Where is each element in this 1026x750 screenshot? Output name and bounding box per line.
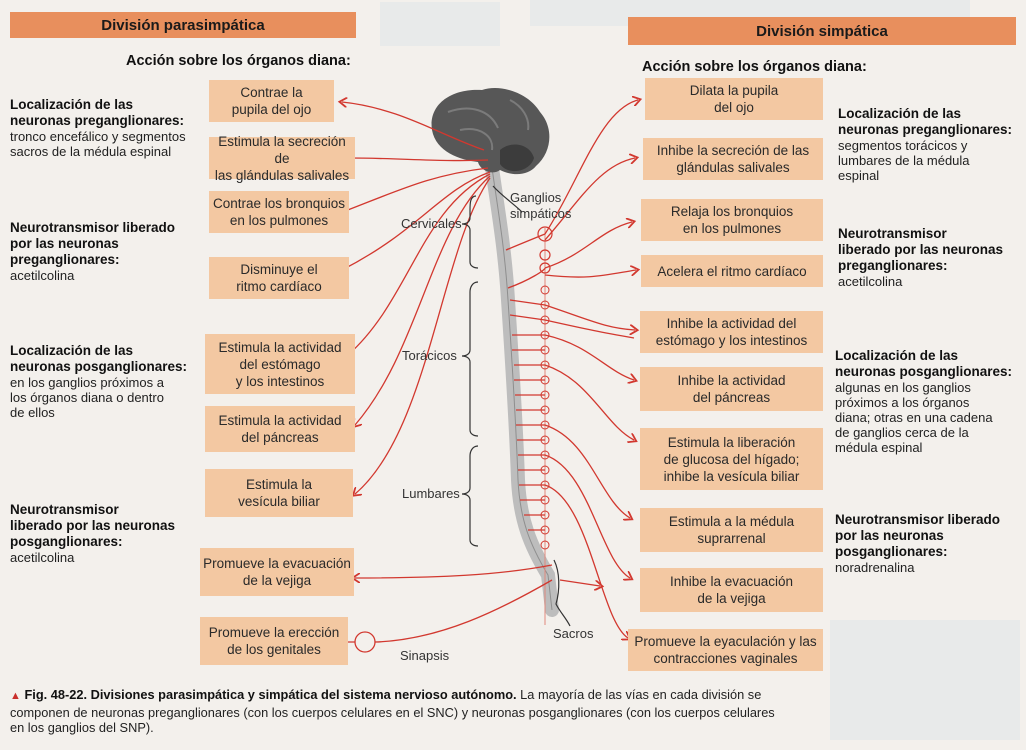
para-organ-gallbladder: Estimula la vesícula biliar [205, 469, 353, 517]
para-organ-heart: Disminuye el ritmo cardíaco [209, 257, 349, 299]
caption-title: Fig. 48-22. Divisiones parasimpática y s… [24, 687, 517, 702]
para-organ-pancreas: Estimula la actividad del páncreas [205, 406, 355, 452]
note-text: en los ganglios próximos a los órganos d… [10, 375, 164, 420]
cervical-label: Cervicales [401, 216, 462, 231]
symp-side-note: Localización de las neuronas posganglion… [835, 348, 1023, 455]
synapse-label: Sinapsis [400, 648, 450, 663]
region-braces [461, 185, 571, 627]
note-title: Neurotransmisor liberado por las neurona… [835, 512, 1001, 559]
figure-caption: ▲ Fig. 48-22. Divisiones parasimpática y… [10, 687, 780, 736]
note-text: acetilcolina [10, 550, 75, 565]
symp-side-note: Neurotransmisor liberado por las neurona… [835, 512, 1023, 575]
note-text: algunas en los ganglios próximos a los ó… [835, 380, 993, 455]
symp-organ-reproductive: Promueve la eyaculación y las contraccio… [628, 629, 823, 671]
para-organ-pupil: Contrae la pupila del ojo [209, 80, 334, 122]
note-title: Localización de las neuronas posganglion… [10, 343, 188, 374]
symp-organ-bladder: Inhibe la evacuación de la vejiga [640, 568, 823, 612]
brain-illustration [431, 88, 550, 175]
caption-body: La mayoría de las vías en cada división … [10, 687, 775, 735]
bleed-through-area [380, 2, 500, 46]
para-side-note: Localización de las neuronas preganglion… [10, 97, 205, 159]
sympathetic-nerves [505, 100, 638, 638]
symp-organ-adrenal: Estimula a la médula suprarrenal [640, 508, 823, 552]
note-text: acetilcolina [838, 274, 903, 289]
symp-organ-stomach: Inhibe la actividad del estómago y los i… [640, 311, 823, 353]
note-title: Localización de las neuronas preganglion… [10, 97, 185, 128]
symp-side-note: Localización de las neuronas preganglion… [838, 106, 1023, 183]
parasympathetic-nerves [338, 102, 553, 653]
note-title: Localización de las neuronas preganglion… [838, 106, 1013, 137]
sympathetic-action-heading: Acción sobre los órganos diana: [642, 59, 867, 75]
para-side-note: Neurotransmisor liberado por las neurona… [10, 220, 205, 283]
para-organ-bronchi: Contrae los bronquios en los pulmones [209, 191, 349, 233]
thoracic-label: Torácicos [402, 348, 457, 363]
note-text: tronco encefálico y segmentos sacros de … [10, 129, 186, 159]
parasympathetic-action-heading: Acción sobre los órganos diana: [126, 53, 351, 69]
sacral-label: Sacros [553, 626, 594, 641]
para-organ-bladder: Promueve la evacuación de la vejiga [200, 548, 354, 596]
sympathetic-ganglia-label: Ganglios simpáticos [510, 190, 572, 221]
symp-organ-heart: Acelera el ritmo cardíaco [641, 255, 823, 287]
symp-organ-salivary: Inhibe la secreción de las glándulas sal… [643, 138, 823, 180]
para-organ-stomach: Estimula la actividad del estómago y los… [205, 334, 355, 394]
note-title: Neurotransmisor liberado por las neurona… [838, 226, 1004, 273]
para-organ-salivary: Estimula la secreción de las glándulas s… [209, 134, 355, 183]
symp-side-note: Neurotransmisor liberado por las neurona… [838, 226, 1023, 289]
note-title: Localización de las neuronas posganglion… [835, 348, 1013, 379]
note-title: Neurotransmisor liberado por las neurona… [10, 502, 176, 549]
note-text: segmentos torácicos y lumbares de la méd… [838, 138, 970, 183]
symp-organ-liver: Estimula la liberación de glucosa del hí… [640, 428, 823, 490]
sympathetic-header: División simpática [628, 17, 1016, 45]
para-side-note: Neurotransmisor liberado por las neurona… [10, 502, 205, 565]
note-text: noradrenalina [835, 560, 915, 575]
symp-organ-pupil: Dilata la pupila del ojo [645, 78, 823, 120]
symp-organ-pancreas: Inhibe la actividad del páncreas [640, 367, 823, 411]
spinal-cord [485, 161, 559, 617]
bleed-through-area [830, 620, 1020, 740]
lumbar-label: Lumbares [402, 486, 460, 501]
para-side-note: Localización de las neuronas posganglion… [10, 343, 205, 420]
note-title: Neurotransmisor liberado por las neurona… [10, 220, 176, 267]
para-organ-genitals: Promueve la erección de los genitales [200, 617, 348, 665]
parasympathetic-header: División parasimpática [10, 12, 356, 38]
note-text: acetilcolina [10, 268, 75, 283]
symp-organ-bronchi: Relaja los bronquios en los pulmones [641, 199, 823, 241]
caption-marker-icon: ▲ [10, 690, 21, 702]
